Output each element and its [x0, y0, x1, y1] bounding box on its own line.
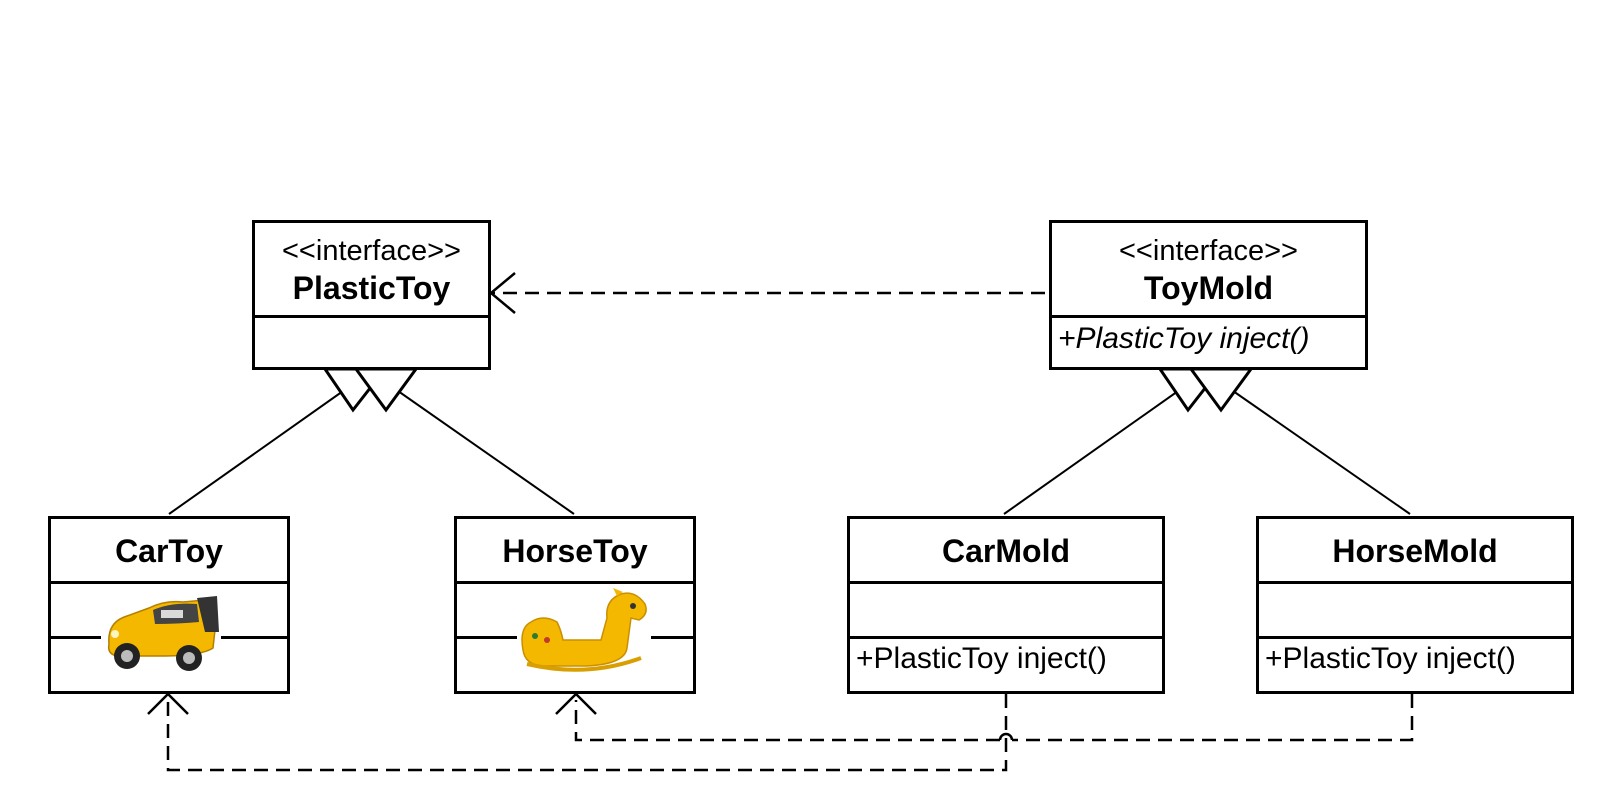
horsemold-class-box: HorseMold +PlasticToy inject(): [1256, 516, 1574, 694]
toymold-name: ToyMold: [1143, 269, 1274, 306]
horsetoy-header: HorseToy: [457, 519, 693, 583]
dependency-carmold-to-cartoy: [147, 692, 1008, 772]
plastictoy-header: <<interface>> PlasticToy: [255, 223, 488, 316]
carmold-divider-1: [850, 581, 1162, 584]
cartoy-header: CarToy: [51, 519, 287, 583]
plastictoy-name: PlasticToy: [292, 269, 451, 306]
yellow-rocking-horse-image: [517, 588, 651, 676]
carmold-operation: +PlasticToy inject(): [856, 642, 1107, 675]
horsemold-name: HorseMold: [1332, 533, 1498, 569]
toymold-operation: +PlasticToy inject(): [1058, 322, 1310, 355]
plastictoy-divider: [255, 315, 488, 318]
carmold-divider-2: [850, 636, 1162, 639]
cartoy-divider-1: [51, 581, 287, 584]
horsemold-header: HorseMold: [1259, 519, 1571, 583]
realization-cartoy-to-plastictoy: [168, 367, 389, 515]
toymold-stereotype: <<interface>>: [1119, 234, 1298, 267]
cartoy-class-box: CarToy: [48, 516, 290, 694]
plastictoy-interface-box: <<interface>> PlasticToy: [252, 220, 491, 370]
carmold-class-box: CarMold +PlasticToy inject(): [847, 516, 1165, 694]
cartoy-name: CarToy: [115, 533, 223, 569]
dependency-toymold-to-plastictoy: [489, 272, 1045, 314]
realization-horsetoy-to-plastictoy: [353, 367, 575, 515]
horsetoy-divider-1: [457, 581, 693, 584]
plastictoy-stereotype: <<interface>>: [282, 234, 461, 267]
horsetoy-name: HorseToy: [502, 533, 648, 569]
carmold-header: CarMold: [850, 519, 1162, 583]
horsemold-divider-2: [1259, 636, 1571, 639]
horsemold-operation: +PlasticToy inject(): [1265, 642, 1516, 675]
realization-carmold-to-toymold: [1003, 367, 1224, 515]
toymold-divider: [1052, 315, 1365, 318]
yellow-toy-car-image: [101, 586, 221, 678]
realization-horsemold-to-toymold: [1188, 367, 1411, 515]
dependency-horsemold-to-horsetoy: [555, 692, 1414, 742]
horsetoy-class-box: HorseToy: [454, 516, 696, 694]
horsemold-divider-1: [1259, 581, 1571, 584]
toymold-header: <<interface>> ToyMold: [1052, 223, 1365, 316]
carmold-name: CarMold: [942, 533, 1070, 569]
toymold-interface-box: <<interface>> ToyMold +PlasticToy inject…: [1049, 220, 1368, 370]
